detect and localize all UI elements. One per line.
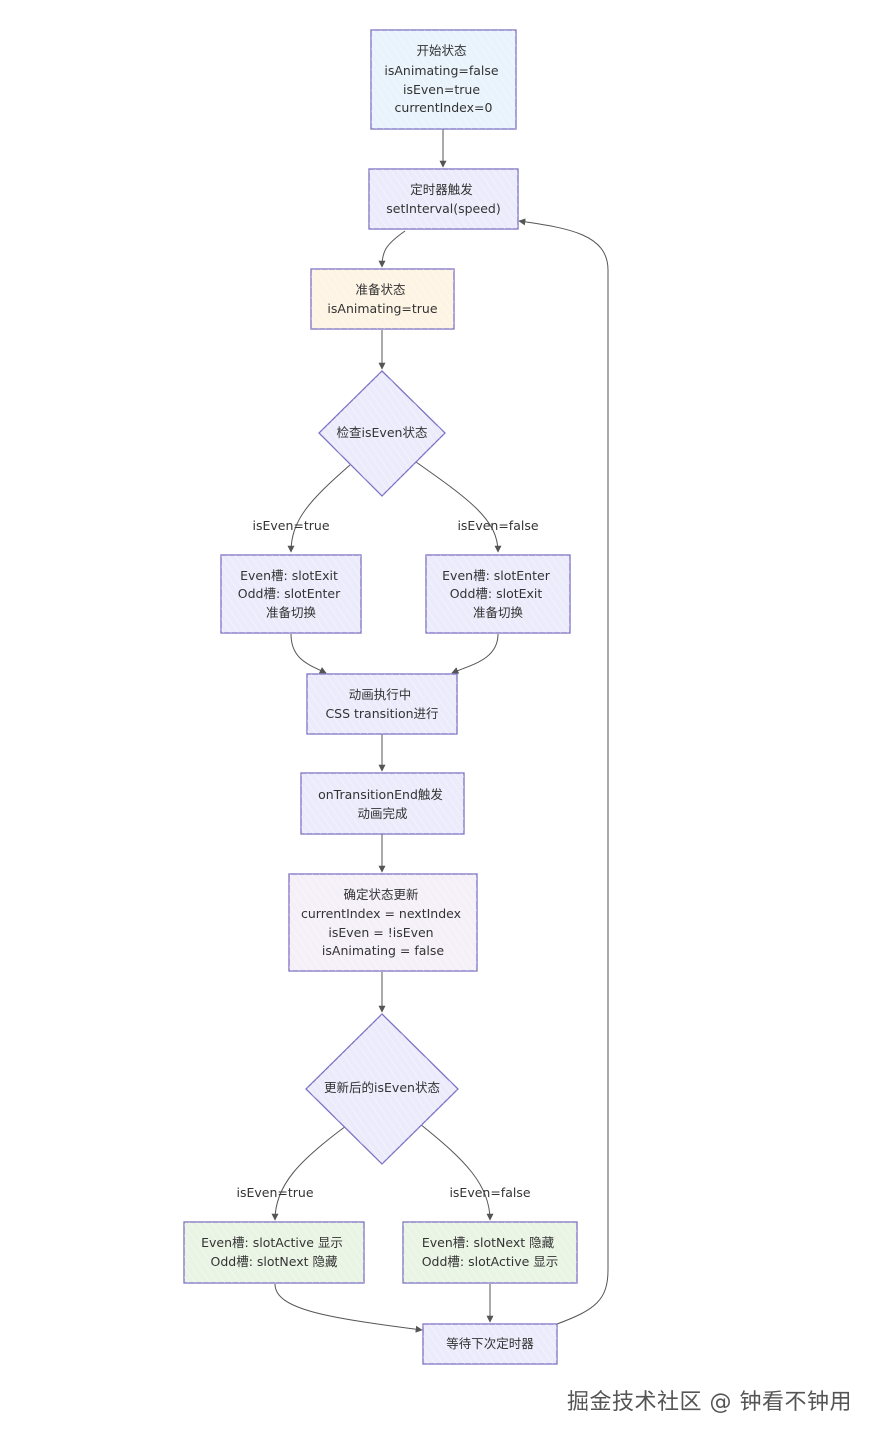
edge-wait-timer-loop (518, 218, 609, 1325)
node-prepare: 准备状态 isAnimating=true (310, 268, 455, 330)
svg-text:Even槽: slotNext 隐藏 Odd槽:: Even槽: slotNext 隐藏 Odd槽: slotActive 显示 (422, 1235, 559, 1269)
right2-line-2: Odd槽: slotActive 显示 (422, 1254, 559, 1269)
wait-line-1: 等待下次定时器 (446, 1336, 534, 1351)
node-left-branch-2: Even槽: slotActive 显示 Odd槽: slotNext 隐藏 (183, 1221, 365, 1284)
node-confirm-update: 确定状态更新 currentIndex = nextIndex isEven =… (288, 873, 478, 972)
svg-text:准备状态 isAnimating=true: 准备状态 isAnimating=true (327, 282, 437, 316)
check1-line-1: 检查isEven状态 (337, 425, 428, 440)
svg-text:Even槽: slotActive 显示 Odd: Even槽: slotActive 显示 Odd槽: slotNext 隐藏 (201, 1235, 347, 1269)
svg-text:开始状态 isAnimating=false: 开始状态 isAnimating=false isEven=true curre… (384, 43, 502, 115)
animating-line-2: CSS transition进行 (325, 706, 438, 721)
node-left-branch-1: Even槽: slotExit Odd槽: slotEnter 准备切换 (220, 554, 362, 634)
edge-check2-right2 (419, 1123, 494, 1221)
node-right-branch-1: Even槽: slotEnter Odd槽: slotExit 准备切换 (425, 554, 571, 634)
node-timer: 定时器触发 setInterval(speed) (368, 168, 519, 230)
svg-text:确定状态更新 currentIndex = ne: 确定状态更新 currentIndex = nextIndex isEven =… (301, 887, 465, 958)
watermark: 掘金技术社区 @ 钟看不钟用 (567, 1390, 852, 1415)
prepare-line-2: isAnimating=true (327, 301, 437, 316)
edge-timer-prepare (378, 230, 406, 268)
check2-line-1: 更新后的isEven状态 (324, 1080, 440, 1095)
transend-line-2: 动画完成 (357, 806, 407, 821)
left1-line-1: Even槽: slotExit (240, 568, 338, 583)
left2-line-2: Odd槽: slotNext 隐藏 (210, 1254, 338, 1269)
edge-check1-left1 (287, 464, 351, 553)
svg-text:定时器触发 setInterval(speed): 定时器触发 setInterval(speed) (386, 182, 501, 216)
svg-text:Even槽: slotExit Odd槽: sl: Even槽: slotExit Odd槽: slotEnter 准备切换 (238, 568, 344, 620)
edge-left1-animating (290, 633, 327, 674)
start-line-1: 开始状态 (417, 43, 467, 58)
right2-line-1: Even槽: slotNext 隐藏 (422, 1235, 555, 1250)
edge-label-check2-true: isEven=true (236, 1185, 313, 1200)
start-line-3: isEven=true (403, 82, 480, 97)
node-animating: 动画执行中 CSS transition进行 (306, 673, 458, 735)
edge-label-check1-false: isEven=false (457, 518, 538, 533)
confirm-line-2: currentIndex = nextIndex (301, 906, 461, 921)
timer-line-1: 定时器触发 (410, 182, 473, 197)
prepare-line-1: 准备状态 (356, 282, 406, 297)
animating-line-1: 动画执行中 (349, 687, 412, 702)
start-line-2: isAnimating=false (384, 63, 499, 78)
svg-text:动画执行中 CSS transition进行: 动画执行中 CSS transition进行 (325, 687, 438, 721)
edge-label-check2-false: isEven=false (449, 1185, 530, 1200)
edge-check1-right1 (415, 461, 502, 553)
svg-text:Even槽: slotEnter Odd槽: s: Even槽: slotEnter Odd槽: slotExit 准备切换 (442, 568, 554, 620)
start-line-4: currentIndex=0 (395, 100, 493, 115)
node-wait-timer: 等待下次定时器 (422, 1323, 558, 1365)
right1-line-2: Odd槽: slotExit (450, 586, 543, 601)
svg-text:检查isEven状态: 检查isEven状态 (337, 425, 428, 440)
confirm-line-3: isEven = !isEven (328, 925, 433, 940)
left1-line-2: Odd槽: slotEnter (238, 586, 341, 601)
node-start: 开始状态 isAnimating=false isEven=true curre… (370, 29, 517, 130)
edge-check2-left2 (271, 1125, 347, 1221)
svg-text:更新后的isEven状态: 更新后的isEven状态 (324, 1080, 440, 1095)
node-right-branch-2: Even槽: slotNext 隐藏 Odd槽: slotActive 显示 (402, 1221, 578, 1284)
left2-line-1: Even槽: slotActive 显示 (201, 1235, 343, 1250)
right1-line-3: 准备切换 (473, 605, 524, 620)
svg-text:onTransitionEnd触发 动画完成: onTransitionEnd触发 动画完成 (318, 787, 447, 821)
node-check-updated-iseven: 更新后的isEven状态 (305, 1013, 459, 1165)
edge-label-check1-true: isEven=true (252, 518, 329, 533)
confirm-line-4: isAnimating = false (322, 943, 444, 958)
edge-left2-wait (274, 1283, 423, 1333)
node-check-iseven: 检查isEven状态 (318, 370, 446, 497)
transend-line-1: onTransitionEnd触发 (318, 787, 443, 802)
edge-right1-animating (451, 633, 499, 674)
right1-line-1: Even槽: slotEnter (442, 568, 551, 583)
svg-text:等待下次定时器: 等待下次定时器 (446, 1336, 534, 1351)
left1-line-3: 准备切换 (266, 605, 317, 620)
timer-line-2: setInterval(speed) (386, 201, 501, 216)
node-transition-end: onTransitionEnd触发 动画完成 (300, 772, 465, 835)
confirm-line-1: 确定状态更新 (344, 887, 419, 902)
